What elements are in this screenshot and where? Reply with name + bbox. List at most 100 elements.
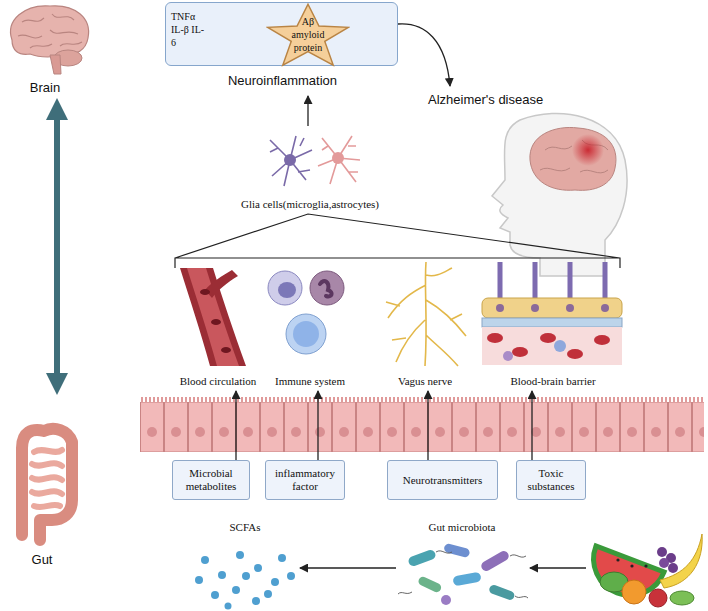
factor-box: Toxic substances [516, 460, 586, 500]
red-blood-cell [540, 333, 556, 343]
figure-label: Alzheimer's disease [428, 92, 588, 108]
figure-label: Blood-brain barrier [493, 374, 613, 388]
inflammation-panel: TNFα IL-β IL-6NeuroinflammationAβ amyloi… [165, 2, 398, 66]
microglia-process [270, 136, 312, 186]
leader-arrow [427, 391, 428, 460]
cell-nucleus [278, 282, 296, 298]
cell-nucleus [320, 281, 332, 296]
flagellum [398, 551, 528, 598]
scfa-dot [271, 578, 279, 586]
leader-arrow [235, 391, 236, 460]
figure-label: Vagus nerve [375, 374, 475, 388]
leader-arrow [398, 24, 450, 86]
pericyte-layer [482, 298, 622, 318]
nerve-fiber [386, 262, 466, 366]
scfa-dot [218, 571, 226, 579]
leader-arrow [317, 391, 318, 460]
axis-arrow-line [54, 112, 60, 380]
grape [657, 547, 667, 557]
group-bracket [175, 214, 620, 268]
microglia-body [284, 154, 296, 166]
astrocyte-body [332, 152, 344, 164]
blood-cell [200, 289, 210, 295]
box-text: inflammatory factor [269, 467, 341, 493]
orange [622, 580, 646, 604]
apple [649, 589, 667, 607]
scfa-dot [287, 572, 295, 580]
brain-stem [50, 55, 61, 74]
scfa-dot [211, 591, 219, 599]
box-text: Microbial metabolites [176, 467, 246, 493]
bacterium [443, 543, 470, 558]
leader-arrow [530, 567, 586, 568]
figure-label: SCFAs [215, 520, 275, 534]
vessel-lumen [187, 268, 239, 366]
bacterium [407, 549, 437, 568]
seed [630, 564, 633, 567]
axis-arrow-head [46, 98, 68, 120]
granulocyte [310, 271, 344, 305]
monocyte [286, 314, 326, 354]
cell-nucleus [531, 304, 539, 312]
leader-arrow [300, 567, 396, 568]
vessel-wall [180, 268, 246, 366]
cell-nucleus [566, 304, 574, 312]
head-brain [530, 127, 616, 190]
blood-cell [211, 319, 221, 325]
blood-lumen [482, 327, 622, 365]
scfa-dot [236, 551, 244, 559]
red-blood-cell [567, 349, 583, 359]
banana [660, 534, 702, 588]
scfa-molecules [195, 551, 295, 610]
red-blood-cell [487, 333, 503, 343]
scfa-dot [195, 576, 203, 584]
figure-label: Glia cells(microglia,astrocytes) [220, 197, 400, 211]
cytokine-list: TNFα IL-β IL-6 [171, 10, 205, 49]
factor-box: inflammatory factor [265, 460, 345, 500]
astrocyte-process [318, 136, 360, 184]
leader-arrow [531, 391, 532, 460]
small-intestine [32, 450, 62, 507]
scfa-dot [201, 556, 209, 564]
scfa-dot [232, 586, 240, 594]
figure-label: Gut microbiota [400, 520, 524, 534]
box-text: Neurotransmitters [403, 474, 482, 487]
white-blood-cell [554, 340, 566, 352]
grape [659, 558, 669, 568]
cell-nucleus [496, 304, 504, 312]
factor-box: Microbial metabolites [172, 460, 250, 500]
blood-cell [221, 347, 231, 353]
scfa-dot [252, 597, 260, 605]
bacterium [488, 584, 516, 601]
axis-arrow-head [46, 373, 68, 395]
lesion-spot [572, 134, 604, 166]
white-blood-cell [503, 351, 513, 361]
large-intestine [22, 429, 72, 540]
factor-box: Neurotransmitters [387, 460, 498, 500]
box-text: Toxic substances [520, 467, 582, 493]
figure-label: Immune system [255, 374, 365, 388]
scfa-dot [264, 590, 272, 598]
endothelium [482, 318, 622, 327]
astrocyte-endfoot [500, 262, 605, 300]
astrocyte-cell [318, 136, 360, 184]
cell-nucleus [601, 304, 609, 312]
brain-gyri [18, 14, 82, 48]
vegetable [670, 591, 694, 605]
intestinal-epithelium [140, 402, 704, 452]
figure-label: Brain [10, 80, 80, 96]
head-silhouette [492, 113, 627, 276]
cell-nucleus [293, 321, 319, 347]
star-text: Aβ amyloid protein [286, 15, 330, 54]
amyloid-star: Aβ amyloid protein [266, 3, 350, 67]
figure-label: Gut [10, 552, 74, 568]
scfa-dot [254, 564, 262, 572]
seed [616, 558, 619, 561]
microglia-cell [270, 136, 312, 186]
bacterium [441, 595, 451, 605]
red-blood-cell [512, 347, 528, 357]
leader-arrow [307, 96, 308, 126]
scfa-dot [225, 603, 232, 610]
